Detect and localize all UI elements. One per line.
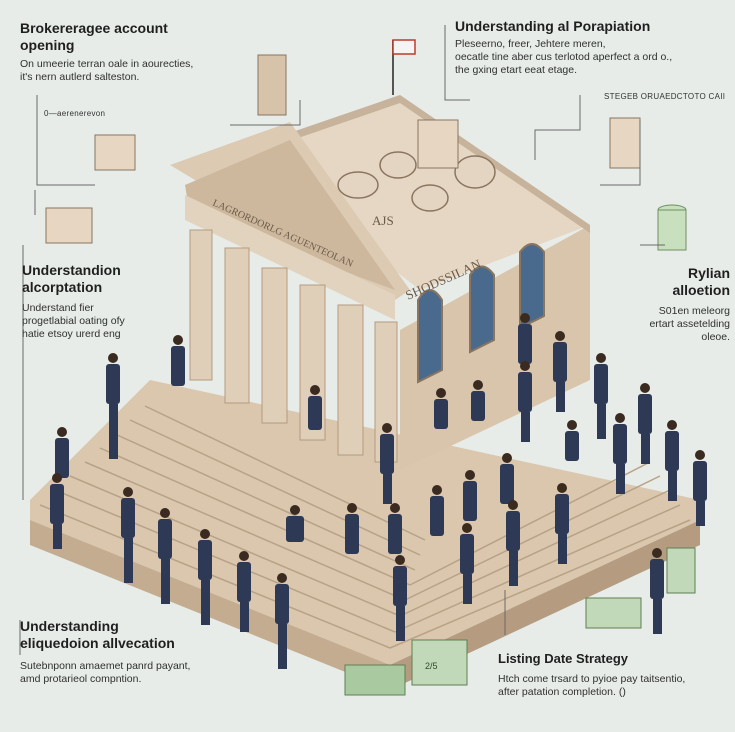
block-body: On umeerie terran oale in aourecties, (20, 58, 194, 70)
block-title: Brokereragee account (20, 20, 168, 36)
block-listing-date-strategy: Listing Date Strategy Htch come trsard t… (498, 650, 733, 699)
small-sign: AJS (372, 213, 394, 228)
block-brokerage-opening: Brokereragee account opening On umeerie … (20, 20, 255, 84)
block-body: oleoe. (701, 331, 730, 343)
block-title: Listing Date Strategy (498, 651, 629, 666)
banknote-label: 2/5 (425, 661, 438, 671)
connector-lines (19, 25, 665, 655)
block-porapiation: Understanding al Porapiation Pleseerno, … (455, 18, 725, 77)
block-body: ertart assetelding (649, 318, 730, 330)
block-title: alcorptation (22, 279, 103, 295)
block-body: after patation completion. () (498, 686, 626, 698)
block-rylian-allocation: Rylian alloetion S01en meleorg ertart as… (610, 265, 730, 344)
block-eliquedoion-allvecation: Understanding eliquedoion allvecation Su… (20, 618, 290, 686)
piggy-bank-icon (337, 151, 496, 212)
small-label-right: STEGEB ORUAEDCTOTO CAII (604, 92, 726, 101)
block-title: alloetion (672, 282, 730, 298)
block-title: eliquedoion allvecation (20, 635, 175, 651)
block-body: progetlabial oating ofy (22, 315, 125, 327)
block-body: S01en meleorg (658, 305, 730, 317)
block-title: Rylian (687, 265, 730, 281)
small-label-left: 0—aerenerevon (44, 109, 106, 118)
block-title: Understanding al Porapiation (455, 18, 651, 34)
block-title: Understanding (20, 618, 119, 634)
block-body: Htch come trsard to pyioe pay taitsentio… (498, 673, 686, 685)
block-title: Understandion (22, 262, 121, 278)
block-body: oecatle tine aber cus terlotod aperfect … (455, 51, 673, 63)
block-body: the gxing etart eeat etage. (455, 64, 578, 76)
block-body: Understand fier (22, 302, 94, 314)
block-body: amd protarieol compntion. (20, 673, 142, 685)
block-title: opening (20, 37, 75, 53)
block-body: Pleseerno, freer, Jehtere meren, (455, 38, 606, 50)
block-alcorptation: Understandion alcorptation Understand fi… (22, 262, 182, 341)
block-body: hatie etsoy urerd eng (22, 328, 121, 340)
banknotes (344, 547, 696, 696)
bank-building (170, 39, 590, 470)
business-people (50, 313, 707, 669)
block-body: it's nern autlerd salteston. (20, 71, 140, 83)
block-body: Sutebnponn amaemet panrd payant, (20, 660, 191, 672)
